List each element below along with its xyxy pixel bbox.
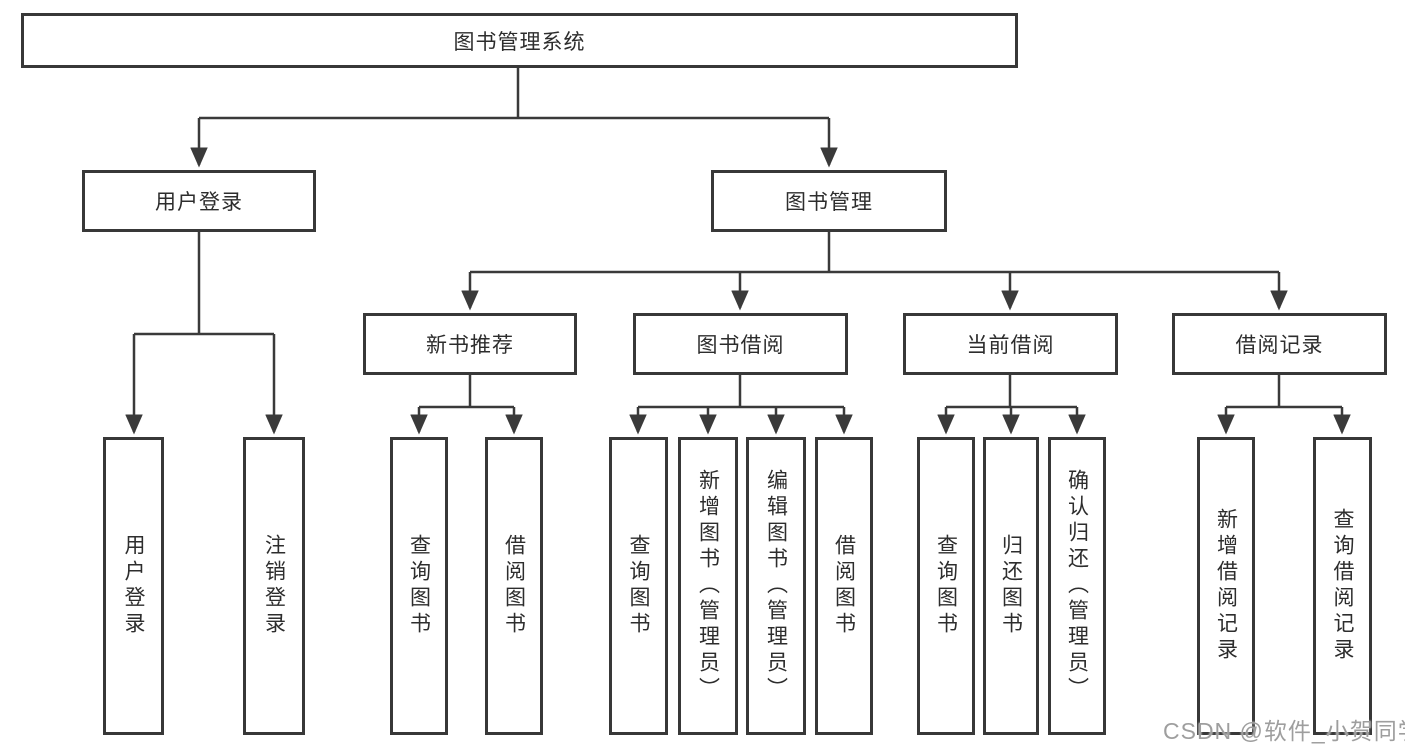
- leaf-query-borrowing-record: 查询借阅记录: [1313, 437, 1372, 735]
- node-new-book-recommendation: 新书推荐: [363, 313, 577, 375]
- leaf-add-borrowing-record: 新增借阅记录: [1197, 437, 1255, 735]
- leaf-query-books-current: 查询图书: [917, 437, 975, 735]
- leaf-user-login: 用户登录: [103, 437, 164, 735]
- leaf-borrow-books-borrowing: 借阅图书: [815, 437, 873, 735]
- leaf-return-books: 归还图书: [983, 437, 1039, 735]
- watermark: CSDN @软件_小贺同学: [1163, 718, 1405, 744]
- leaf-logout: 注销登录: [243, 437, 305, 735]
- node-current-borrowing: 当前借阅: [903, 313, 1118, 375]
- node-user-login: 用户登录: [82, 170, 316, 232]
- node-library-management-system: 图书管理系统: [21, 13, 1018, 68]
- leaf-edit-book-admin: 编辑图书（管理员）: [746, 437, 806, 735]
- node-book-management: 图书管理: [711, 170, 947, 232]
- node-book-borrowing: 图书借阅: [633, 313, 848, 375]
- leaf-query-books-borrowing: 查询图书: [609, 437, 668, 735]
- node-borrowing-records: 借阅记录: [1172, 313, 1387, 375]
- leaf-confirm-return-admin: 确认归还（管理员）: [1048, 437, 1106, 735]
- leaf-add-book-admin: 新增图书（管理员）: [678, 437, 738, 735]
- leaf-borrow-books-recommendation: 借阅图书: [485, 437, 543, 735]
- leaf-query-books-recommendation: 查询图书: [390, 437, 448, 735]
